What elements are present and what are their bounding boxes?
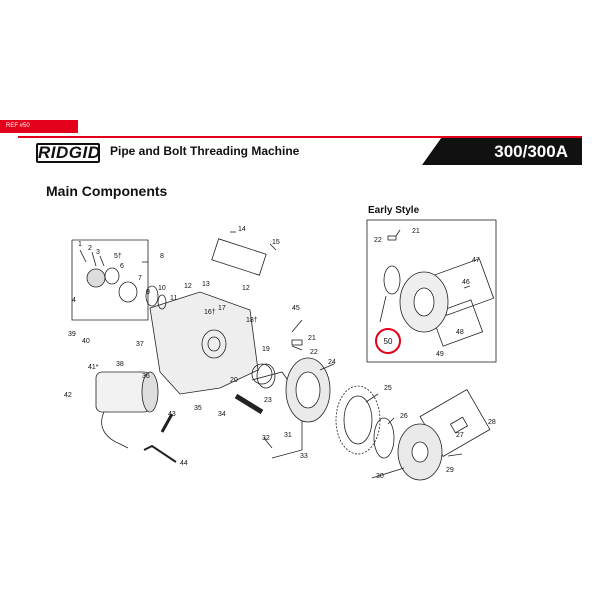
early-style-plate xyxy=(383,265,401,295)
main-body xyxy=(149,291,259,395)
callout-label: 44 xyxy=(180,460,188,467)
callout-label: 14 xyxy=(238,226,246,233)
callout-label: 43 xyxy=(168,411,176,418)
callout-label: 25 xyxy=(384,385,392,392)
early-style-callout-labels: 21 22 47 46 48 49 xyxy=(374,228,480,358)
callout-label: 35 xyxy=(194,405,202,412)
machine-title: Pipe and Bolt Threading Machine xyxy=(110,144,300,158)
callout-label: 17 xyxy=(218,305,226,312)
callout-label: 23 xyxy=(264,397,272,404)
section-title: Main Components xyxy=(46,183,168,199)
group-15-box xyxy=(211,238,267,276)
callout-label: 29 xyxy=(446,467,454,474)
callout-label: 7 xyxy=(138,275,142,282)
callout-label: 24 xyxy=(328,359,336,366)
callout-label: 16† xyxy=(204,309,216,316)
callout-label: 42 xyxy=(64,392,72,399)
callout-label: 45 xyxy=(292,305,300,312)
callout-label: 4 xyxy=(72,297,76,304)
callout-label: 40 xyxy=(82,338,90,345)
callout-label: 9 xyxy=(146,289,150,296)
brand-logo: RIDGID xyxy=(36,143,101,163)
motor-cord xyxy=(101,411,129,449)
callout-label: 6 xyxy=(120,263,124,270)
callout-label: 41* xyxy=(88,364,99,371)
rail-rod xyxy=(160,413,174,433)
highlight-circle xyxy=(375,328,401,354)
callout-label: 20 xyxy=(230,377,238,384)
callout-label: 13 xyxy=(202,281,210,288)
spindle-bore xyxy=(201,329,227,359)
callout-label: 12 xyxy=(184,283,192,290)
reference-tag-extension xyxy=(54,120,78,133)
callout-label: 34 xyxy=(218,411,226,418)
callout-label: 32 xyxy=(262,435,270,442)
motor-end xyxy=(141,371,159,413)
callout-label: 38 xyxy=(116,361,124,368)
callout-label: 46 xyxy=(462,279,470,286)
callout-label: 48 xyxy=(456,329,464,336)
early-style-title: Early Style xyxy=(368,205,420,216)
chuck-plate xyxy=(251,363,273,385)
callout-label: 39 xyxy=(68,331,76,338)
reference-tag: REF #50 xyxy=(0,120,56,133)
callout-label: 31 xyxy=(284,432,292,439)
callout-label: 36 xyxy=(142,373,150,380)
callout-label: 21 xyxy=(308,335,316,342)
callout-label: 19 xyxy=(262,346,270,353)
callout-label: 5† xyxy=(114,253,122,260)
callout-label: 10 xyxy=(158,285,166,292)
carriage-rail xyxy=(234,393,264,415)
main-callout-labels: 1 2 3 5† 6 7 8 4 9 10 11 12 13 14 15 16†… xyxy=(64,226,496,480)
callout-label: 3 xyxy=(96,249,100,256)
callout-label: 33 xyxy=(300,453,308,460)
callout-label: 28 xyxy=(488,419,496,426)
ring-gear xyxy=(373,417,395,459)
callout-label: 21 xyxy=(412,228,420,235)
callout-label: 15 xyxy=(272,239,280,246)
callout-label: 1 xyxy=(78,241,82,248)
chuck-wrench xyxy=(143,444,177,463)
callout-label: 37 xyxy=(136,341,144,348)
highlight-callout: 50 xyxy=(384,337,393,346)
group-49-box xyxy=(430,299,484,347)
callout-label: 18† xyxy=(246,317,258,324)
callout-label: 26 xyxy=(400,413,408,420)
model-banner xyxy=(422,138,582,165)
document-header: RIDGID Pipe and Bolt Threading Machine 3… xyxy=(18,136,582,165)
group-8-bracket xyxy=(71,239,149,321)
callout-label: 8 xyxy=(160,253,164,260)
callout-label: 22 xyxy=(374,237,382,244)
callout-label: 47 xyxy=(472,257,480,264)
callout-label: 12 xyxy=(242,285,250,292)
callout-label: 22 xyxy=(310,349,318,356)
callout-label: 11 xyxy=(170,295,177,302)
model-number: 300/300A xyxy=(494,142,568,161)
callout-label: 49 xyxy=(436,351,444,358)
callout-label: 30 xyxy=(376,473,384,480)
callout-label: 2 xyxy=(88,245,92,252)
callout-label: 27 xyxy=(456,432,464,439)
